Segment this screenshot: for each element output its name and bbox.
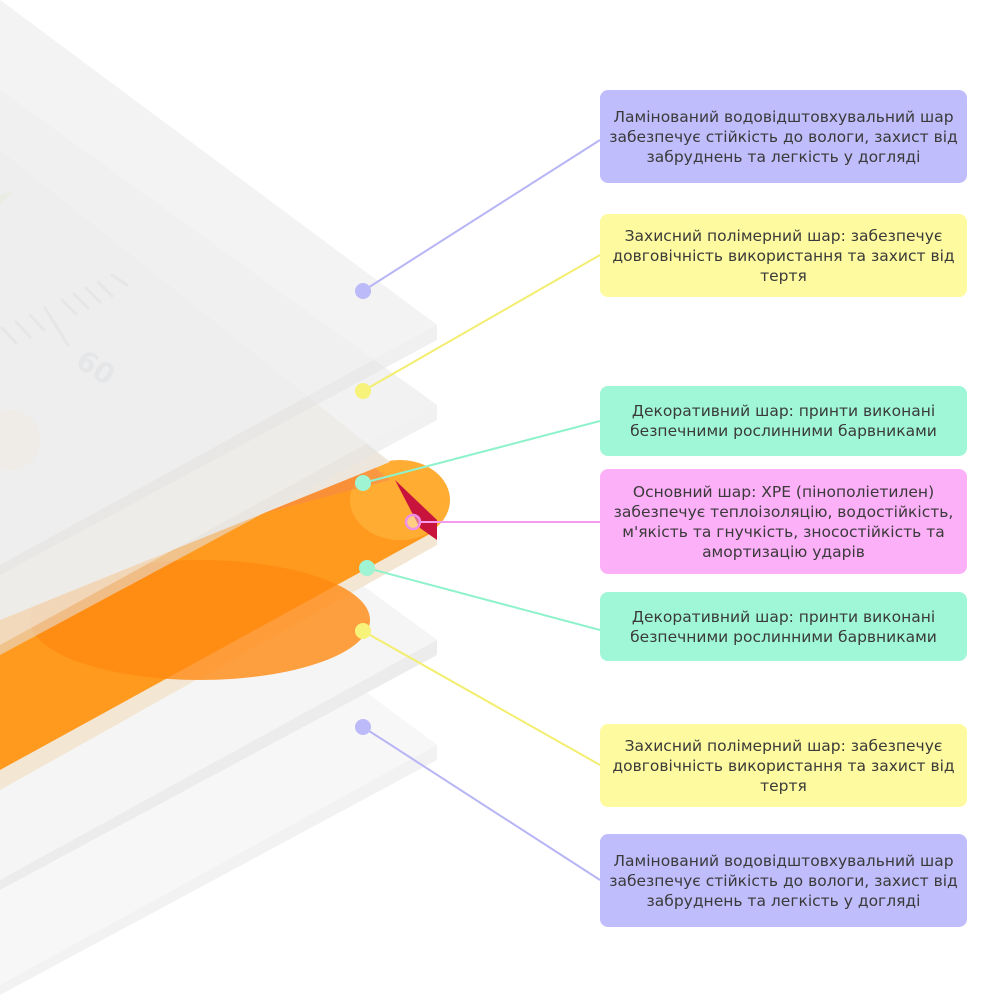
- marker-dot-decor-top: [355, 475, 371, 491]
- callout-text: Основний шар: XPE (пінополіетилен) забез…: [613, 482, 954, 561]
- leader-lines: [362, 139, 601, 881]
- callout-text: Ламінований водовідштовхувальний шар заб…: [609, 851, 958, 910]
- callout-text: Декоративний шар: принти виконані безпеч…: [630, 607, 937, 646]
- callout-polymer-bottom: Захисний полімерний шар: забезпечує довг…: [600, 724, 967, 807]
- callout-decor-top: Декоративний шар: принти виконані безпеч…: [600, 386, 967, 456]
- callout-laminate-bottom: Ламінований водовідштовхувальний шар заб…: [600, 834, 967, 927]
- marker-dot-polymer-top: [355, 383, 371, 399]
- top-laminate-layer: [0, 0, 437, 575]
- callout-text: Ламінований водовідштовхувальний шар заб…: [609, 107, 958, 166]
- callout-polymer-top: Захисний полімерний шар: забезпечує довг…: [600, 214, 967, 297]
- marker-dot-decor-bottom: [359, 560, 375, 576]
- marker-dot-laminate-top: [355, 283, 371, 299]
- callout-text: Декоративний шар: принти виконані безпеч…: [630, 402, 937, 440]
- callout-laminate-top: Ламінований водовідштовхувальний шар заб…: [600, 90, 967, 183]
- callout-text: Захисний полімерний шар: забезпечує довг…: [612, 736, 955, 795]
- callout-core: Основний шар: XPE (пінополіетилен) забез…: [600, 469, 967, 574]
- marker-dot-polymer-bottom: [355, 623, 371, 639]
- marker-dot-laminate-bottom: [355, 719, 371, 735]
- marker-ring-core: [404, 513, 422, 531]
- callout-text: Захисний полімерний шар: забезпечує довг…: [612, 226, 955, 285]
- callout-decor-bottom: Декоративний шар: принти виконані безпеч…: [600, 592, 967, 661]
